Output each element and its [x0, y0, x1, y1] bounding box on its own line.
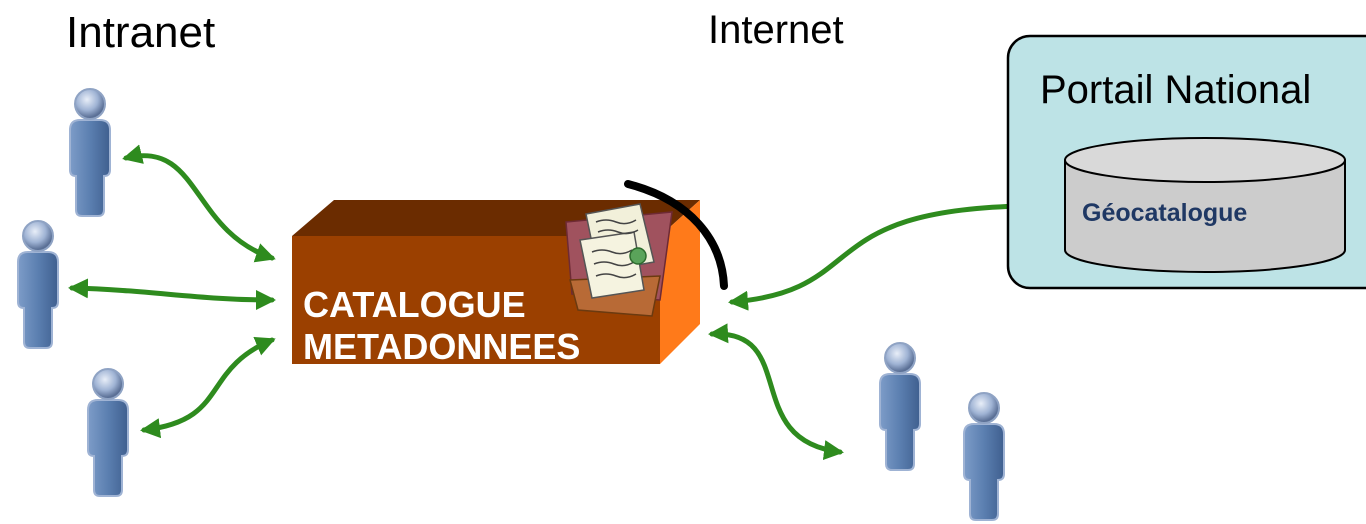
- database-cylinder-icon: [1064, 137, 1346, 273]
- internet-label: Internet: [708, 8, 844, 52]
- arrow-user3: [140, 336, 276, 439]
- person-icon: [69, 88, 111, 217]
- documents-icon: [565, 203, 673, 317]
- intranet-label: Intranet: [66, 8, 216, 57]
- arrow-user2: [68, 278, 276, 310]
- portal-title: Portail National: [1040, 68, 1312, 112]
- catalog-label: CATALOGUE METADONNEES: [303, 284, 580, 368]
- firewall-arc: [624, 180, 728, 290]
- person-icon: [17, 220, 59, 349]
- person-icon: [963, 392, 1005, 521]
- geocatalogue-label: Géocatalogue: [1082, 199, 1248, 227]
- catalog-label-line2: METADONNEES: [303, 326, 581, 367]
- arrow-internet-users: [708, 323, 844, 461]
- arrow-user1: [122, 144, 276, 263]
- arrows: [68, 144, 1072, 461]
- arrow-portal: [728, 195, 1072, 311]
- person-icon: [879, 342, 921, 471]
- person-icon: [87, 368, 129, 497]
- catalog-label-line1: CATALOGUE: [303, 284, 526, 325]
